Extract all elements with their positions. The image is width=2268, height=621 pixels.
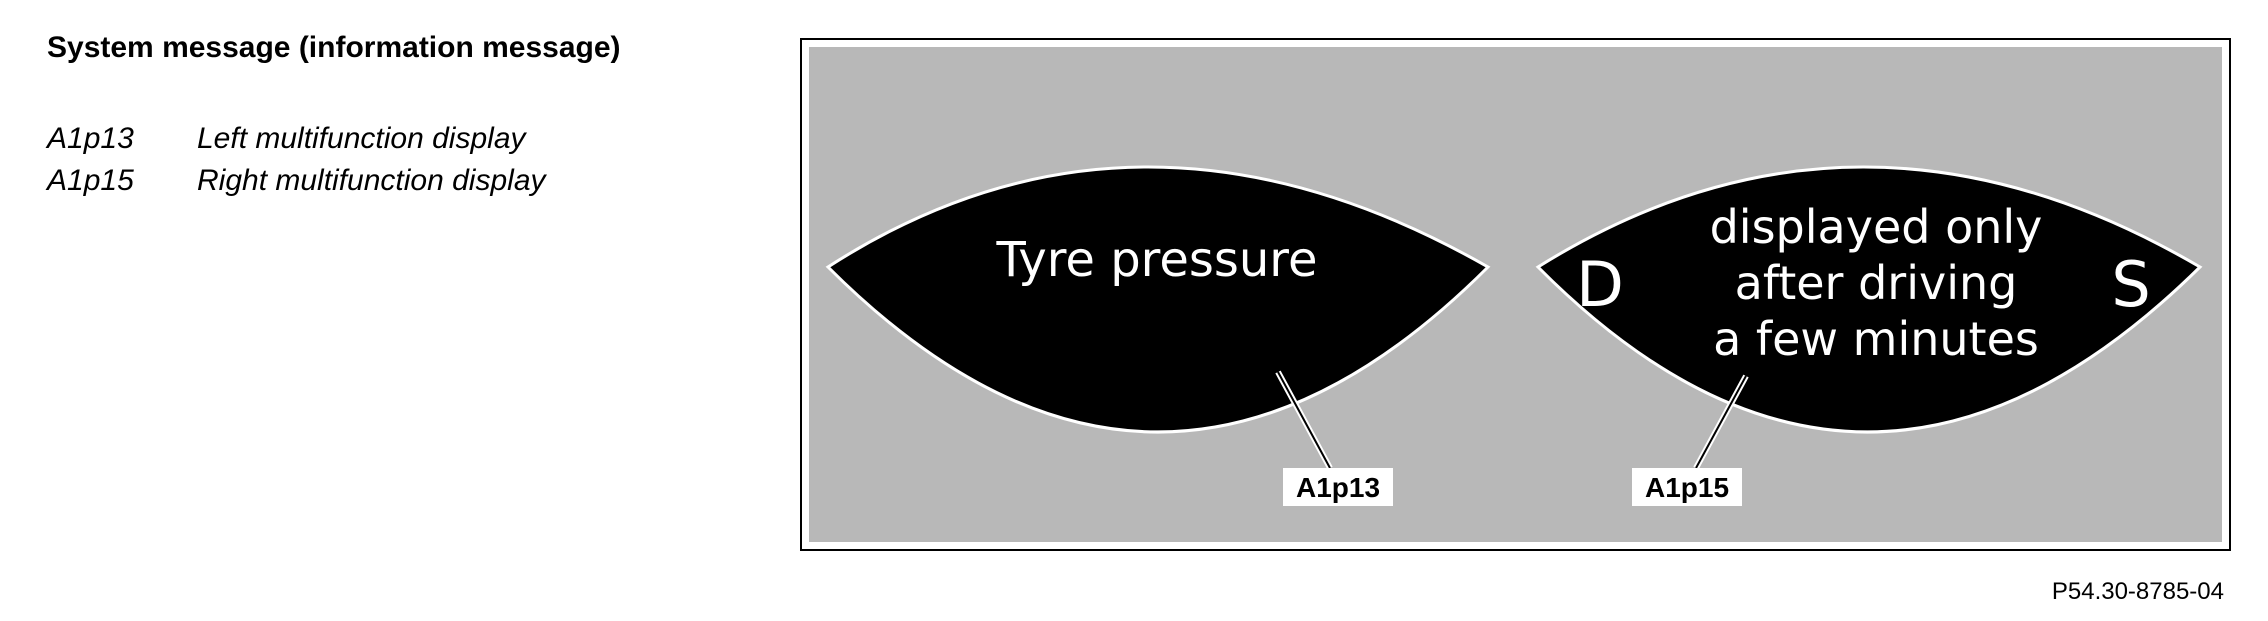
figure-reference: P54.30-8785-04 [2051,578,2224,605]
right-multifunction-display [1535,165,2203,434]
right-display-message-line: displayed only [1710,200,2043,254]
legend-code: A1p15 [47,164,134,197]
right-display-message-line: a few minutes [1713,312,2039,366]
page-title: System message (information message) [47,31,621,64]
gear-indicator-d: D [1576,248,1624,321]
callout-leader-right [1695,375,1747,469]
callout-label-a1p13: A1p13 [1296,472,1380,503]
gear-indicator-s: S [2111,248,2150,321]
legend: A1p13 Left multifunction display A1p15 R… [47,118,546,202]
legend-description: Left multifunction display [197,122,526,155]
callout-leader-left [1277,371,1331,469]
callout-label-box [1632,468,1742,506]
callout-label-a1p15: A1p15 [1645,472,1729,503]
legend-code: A1p13 [47,122,134,155]
legend-description: Right multifunction display [197,164,546,197]
legend-item: A1p15 Right multifunction display [47,160,546,202]
legend-item: A1p13 Left multifunction display [47,118,546,160]
right-display-message-line: after driving [1735,256,2018,310]
callout-label-box [1283,468,1393,506]
left-multifunction-display [825,165,1491,434]
left-display-message: Tyre pressure [995,232,1317,288]
